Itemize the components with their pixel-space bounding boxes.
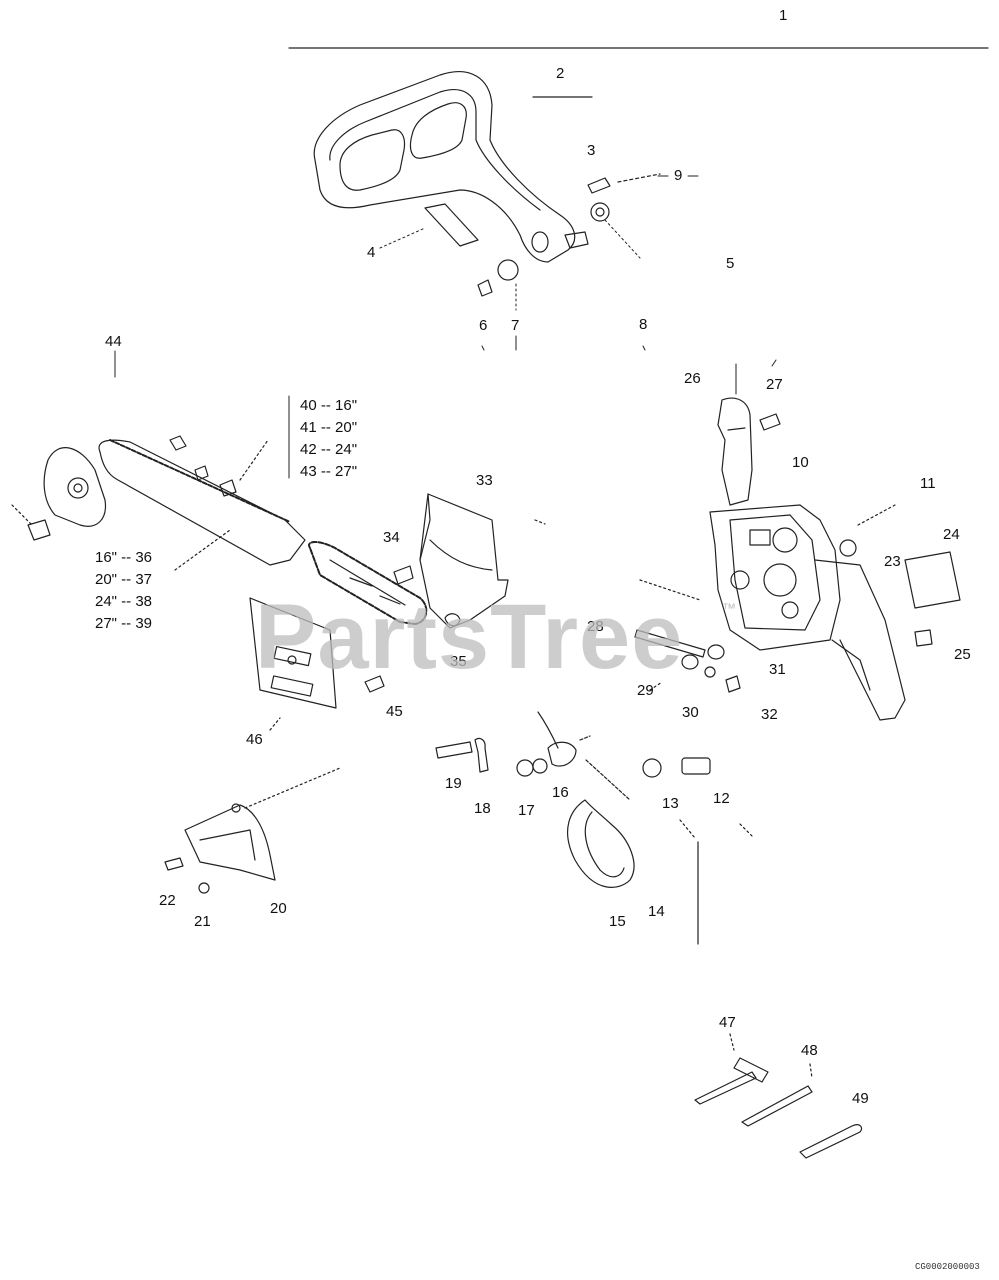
callout-26: 26 (684, 370, 701, 387)
bar-size-item: 40 -- 16" (300, 397, 358, 414)
callout-6: 6 (479, 317, 488, 334)
callout-44: 44 (105, 333, 122, 350)
callout-30: 30 (682, 704, 699, 721)
chain-catcher-drawing (164, 767, 341, 894)
callout-13: 13 (662, 795, 679, 812)
callout-8: 8 (639, 316, 648, 333)
chain-size-item: 16" -- 36 (95, 549, 153, 566)
callout-20: 20 (270, 900, 287, 917)
upper-leader-lines (114, 175, 777, 479)
callout-5: 5 (726, 255, 735, 272)
tools-drawing (694, 1033, 863, 1159)
bar-size-item: 41 -- 20" (300, 419, 358, 436)
chain-size-item: 20" -- 37 (95, 571, 153, 588)
diagram-code: CG0002000003 (915, 1262, 980, 1272)
bar-size-item: 42 -- 24" (300, 441, 358, 458)
callout-18: 18 (474, 800, 491, 817)
callout-22: 22 (159, 892, 176, 909)
callout-23: 23 (884, 553, 901, 570)
callout-28: 28 (587, 618, 604, 635)
callout-9: 9 (674, 167, 683, 184)
callout-45: 45 (386, 703, 403, 720)
callout-32: 32 (761, 706, 778, 723)
callout-35: 35 (450, 653, 467, 670)
callout-34: 34 (383, 529, 400, 546)
oil-pump-drawing (435, 711, 753, 945)
chain-size-item: 24" -- 38 (95, 593, 153, 610)
front-handle-drawing (313, 71, 589, 263)
callout-31: 31 (769, 661, 786, 678)
chain-guard-drawing (393, 493, 546, 629)
chain-size-list: 16" -- 36 20" -- 37 24" -- 38 27" -- 39 (95, 547, 152, 635)
trademark-symbol: ™ (722, 600, 736, 616)
handle-hardware-drawing (477, 173, 661, 297)
callout-33: 33 (476, 472, 493, 489)
chain-size-item: 27" -- 39 (95, 615, 153, 632)
callout-25: 25 (954, 646, 971, 663)
callout-24: 24 (943, 526, 960, 543)
callout-1: 1 (779, 7, 788, 24)
callout-10: 10 (792, 454, 809, 471)
crankcase-drawing (639, 397, 961, 721)
callout-17: 17 (518, 802, 535, 819)
callout-14: 14 (648, 903, 665, 920)
tensioner-plate-drawing (249, 597, 385, 731)
callout-4: 4 (367, 244, 376, 261)
callout-47: 47 (719, 1014, 736, 1031)
callout-11: 11 (920, 475, 936, 492)
center-hardware-drawing (634, 629, 741, 693)
callout-27: 27 (766, 376, 783, 393)
callout-48: 48 (801, 1042, 818, 1059)
callout-15: 15 (609, 913, 626, 930)
callout-7: 7 (511, 317, 520, 334)
callout-3: 3 (587, 142, 596, 159)
callout-29: 29 (637, 682, 654, 699)
callout-12: 12 (713, 790, 730, 807)
bar-size-list: 40 -- 16" 41 -- 20" 42 -- 24" 43 -- 27" (300, 395, 357, 483)
callout-19: 19 (445, 775, 462, 792)
partstree-watermark: PartsTree (255, 586, 684, 688)
callout-49: 49 (852, 1090, 869, 1107)
clutch-cover-drawing (11, 447, 107, 541)
bar-size-item: 43 -- 27" (300, 463, 358, 480)
callout-2: 2 (556, 65, 565, 82)
callout-21: 21 (194, 913, 211, 930)
guide-bar-drawing (98, 435, 306, 571)
callout-16: 16 (552, 784, 569, 801)
callout-46: 46 (246, 731, 263, 748)
saw-chain-drawing (308, 541, 428, 625)
